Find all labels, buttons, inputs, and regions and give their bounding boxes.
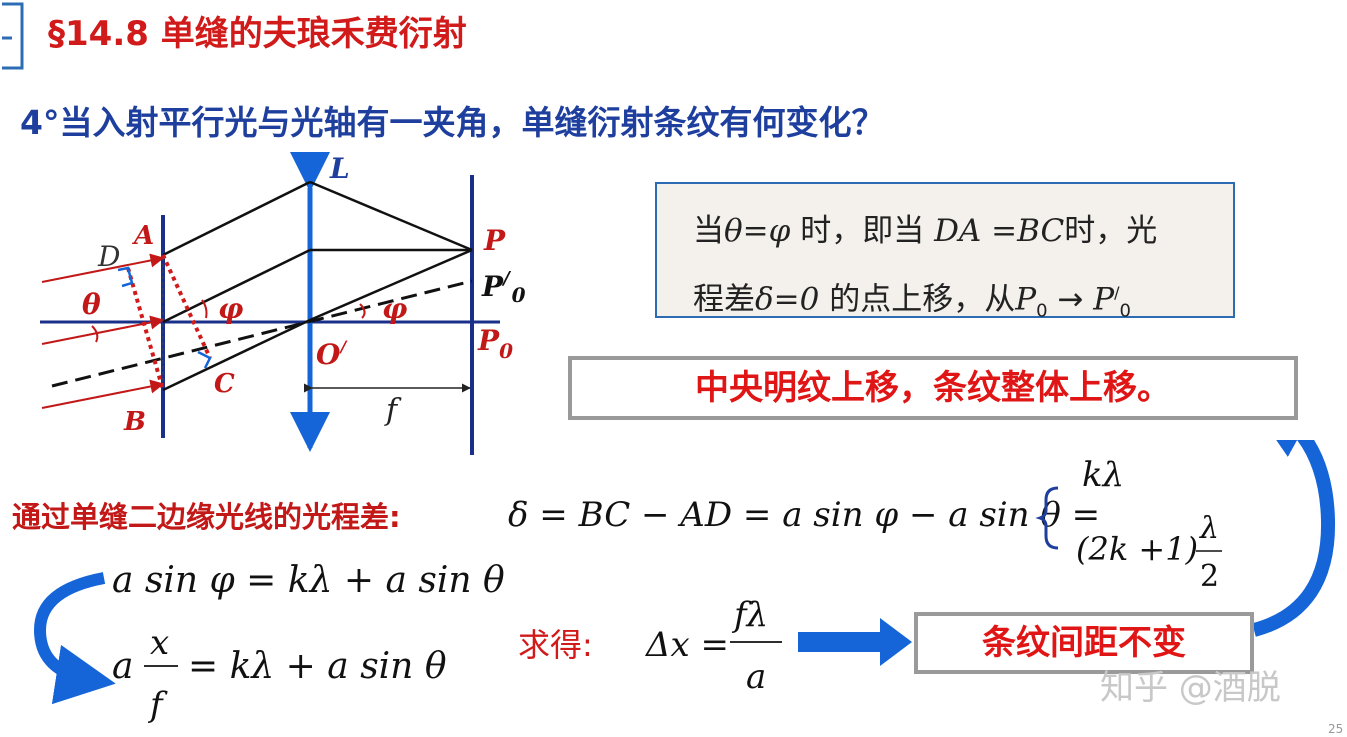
label-L: L <box>329 152 350 185</box>
curved-arrow-right <box>1243 440 1336 637</box>
equation-2-b: = kλ + a sin θ <box>188 646 447 687</box>
diffracted-ray-2 <box>162 248 311 324</box>
equation-2-a: a <box>112 646 133 687</box>
label-B: B <box>123 407 146 437</box>
curved-arrow-left <box>33 572 116 705</box>
equation-2-den: f <box>147 685 168 725</box>
phi-arc-1 <box>201 299 208 319</box>
result-den: a <box>746 657 766 697</box>
conclusion-fringe-shift: 中央明纹上移，条纹整体上移。 <box>568 356 1298 420</box>
wavefront-AD <box>126 267 165 391</box>
case-2: (2k +1) <box>1076 530 1198 568</box>
optics-diagram: L A D θ φ φ C B P P/0 P0 O/ f <box>40 152 526 455</box>
wavefront-AC <box>161 254 212 359</box>
diffracted-ray-3 <box>162 318 311 392</box>
right-angle-D <box>117 266 134 288</box>
label-phi-1: φ <box>218 292 244 325</box>
watermark: 知乎 @酒脱 <box>1100 668 1281 708</box>
dashed-chief-ray <box>51 279 473 388</box>
case-2-num: λ <box>1199 511 1219 546</box>
case-brace <box>1035 486 1059 550</box>
label-f: f <box>384 393 402 428</box>
result-num: fλ <box>731 595 768 635</box>
page-number: 25 <box>1328 722 1344 736</box>
label-theta: θ <box>82 288 101 321</box>
case-1: kλ <box>1082 455 1124 495</box>
label-D: D <box>97 240 120 273</box>
diffracted-ray-3b <box>309 248 473 322</box>
incoming-ray-bottom <box>41 379 165 409</box>
diffracted-ray-1b <box>309 180 473 252</box>
case-2-den: 2 <box>1200 559 1219 594</box>
opl-label: 通过单缝二边缘光线的光程差: <box>12 500 401 534</box>
theta-arc <box>91 325 99 343</box>
phi-arc-2 <box>359 303 366 319</box>
corner-bracket-decoration <box>2 2 24 70</box>
diffracted-ray-1 <box>162 180 311 257</box>
conclusion-spacing: 条纹间距不变 <box>914 612 1254 674</box>
slide-title: §14.8 单缝的夫琅禾费衍射 <box>48 14 467 54</box>
question-heading: 4°当入射平行光与光轴有一夹角，单缝衍射条纹有何变化？ <box>20 103 885 142</box>
equation-1: a sin φ = kλ + a sin θ <box>112 560 505 601</box>
equation-2-num: x <box>150 623 169 663</box>
note-line-1: 当θ=φ 时，即当 DA =BC时，光 <box>693 213 1158 249</box>
label-P0prime: P/0 <box>481 268 526 307</box>
incoming-ray-top <box>41 253 165 283</box>
label-phi-2: φ <box>382 292 408 325</box>
result-label: 求得: <box>518 626 593 664</box>
right-angle-C <box>197 350 212 369</box>
formula-canvas: δ = BC − AD = a sin φ − a sin θ = kλ (2k… <box>33 440 1336 725</box>
result-lhs: Δx = <box>644 625 729 665</box>
note-line-2: 程差δ=0 的点上移，从P0 → P/0 <box>693 281 1131 322</box>
label-O: O/ <box>316 337 348 371</box>
label-A: A <box>131 221 154 251</box>
label-P: P <box>483 224 506 257</box>
straight-arrow-right <box>798 618 912 666</box>
condition-note-box: 当θ=φ 时，即当 DA =BC时，光 程差δ=0 的点上移，从P0 → P/0 <box>655 182 1235 322</box>
formula-main: δ = BC − AD = a sin φ − a sin θ = <box>508 495 1100 535</box>
label-C: C <box>214 369 235 399</box>
label-P0: P0 <box>477 324 513 363</box>
